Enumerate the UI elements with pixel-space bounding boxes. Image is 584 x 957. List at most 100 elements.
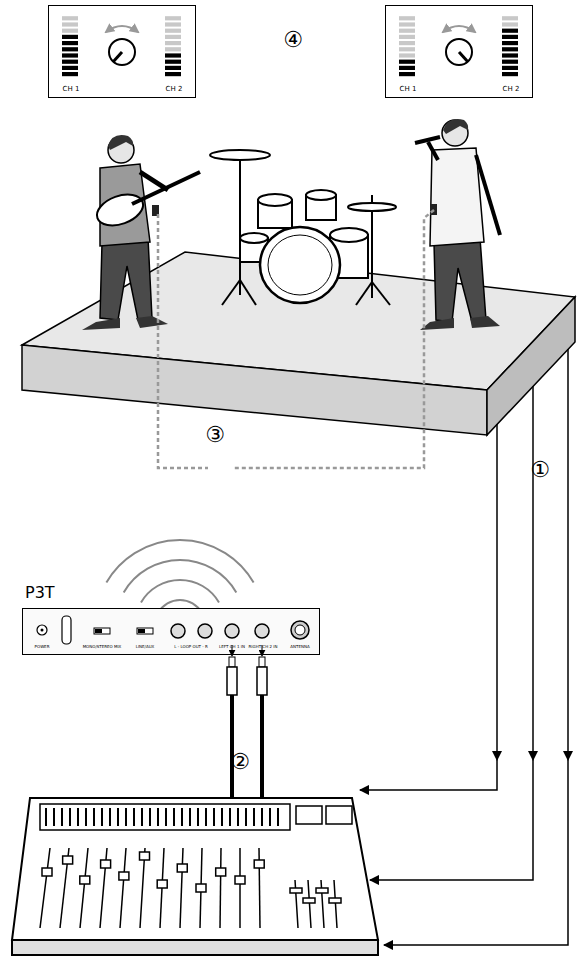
meter-display: CH 1CH 2 xyxy=(385,5,533,98)
jack xyxy=(171,624,185,638)
turn-arrow xyxy=(443,26,475,32)
wireless-path xyxy=(232,210,434,468)
shoe xyxy=(136,316,168,328)
meter-tick xyxy=(189,808,191,826)
meter-segment xyxy=(62,60,78,64)
meter-segment xyxy=(502,60,518,64)
meter-tick xyxy=(85,808,87,826)
meter-tick xyxy=(69,808,71,826)
fader-cap xyxy=(290,888,302,893)
fader-track xyxy=(334,880,337,928)
bass-drum xyxy=(260,227,340,303)
knob-pointer xyxy=(459,52,468,62)
fader-track xyxy=(239,848,241,928)
cymbal-stand xyxy=(239,158,241,295)
switch-knob xyxy=(138,629,145,633)
fader-track xyxy=(80,848,88,928)
radio-wave xyxy=(141,580,219,603)
panel-label: LINE/AUX xyxy=(136,645,155,649)
meter-tick xyxy=(277,808,279,826)
meter-segment xyxy=(62,35,78,39)
plug-tip xyxy=(229,657,235,667)
meter-segment xyxy=(62,53,78,57)
meter-segment xyxy=(62,47,78,51)
channel-label: CH 2 xyxy=(166,86,183,93)
meter-segment xyxy=(502,66,518,70)
panel-label: MONO/STEREO MIX xyxy=(83,645,122,649)
shoe xyxy=(82,318,120,330)
meter-tick xyxy=(245,808,247,826)
meter-segment xyxy=(399,66,415,70)
guitarist-legs xyxy=(100,238,152,320)
fader-track xyxy=(120,848,126,928)
callout-number: ② xyxy=(230,751,250,773)
signal-arrow xyxy=(370,760,533,880)
pan-knob xyxy=(109,39,135,65)
fader-track xyxy=(40,848,50,928)
meter-segment xyxy=(399,41,415,45)
display xyxy=(326,806,352,824)
meter-segment xyxy=(165,29,181,33)
turn-arrow xyxy=(106,26,138,32)
meter-segment xyxy=(399,47,415,51)
shoe xyxy=(470,316,500,328)
callout-number: ① xyxy=(530,459,550,481)
meter-segment xyxy=(62,29,78,33)
meter-tick xyxy=(261,808,263,826)
knob-pointer xyxy=(113,52,122,62)
singer-arm xyxy=(476,155,500,235)
meter-segment xyxy=(62,72,78,76)
fader-track xyxy=(180,848,183,928)
meter-tick xyxy=(117,808,119,826)
cymbal-stand xyxy=(372,282,390,305)
plug xyxy=(257,667,267,695)
singer-shirt xyxy=(430,148,484,246)
meter-segment xyxy=(399,53,415,57)
channel-label: CH 2 xyxy=(503,86,520,93)
fader-cap xyxy=(316,888,328,893)
slide-switch xyxy=(137,628,153,634)
level-meters xyxy=(62,16,518,76)
fader-cap xyxy=(177,864,187,872)
meter-segment xyxy=(502,35,518,39)
jack xyxy=(255,624,269,638)
jack xyxy=(225,624,239,638)
antenna-connector xyxy=(295,625,305,635)
singer-arm xyxy=(428,142,438,160)
fader-cap xyxy=(63,856,73,864)
singer-legs xyxy=(434,238,486,322)
meter-tick xyxy=(205,808,207,826)
guitarist-arm xyxy=(140,172,168,190)
signal-arrow xyxy=(496,424,498,760)
meter-tick xyxy=(269,808,271,826)
meter-tick xyxy=(221,808,223,826)
meter-tick xyxy=(237,808,239,826)
meter-tick xyxy=(213,808,215,826)
meter-segment xyxy=(399,60,415,64)
radio-wave xyxy=(124,560,237,593)
fader-cap xyxy=(119,872,129,880)
faders xyxy=(40,848,341,928)
slide-switch xyxy=(94,628,110,634)
plug xyxy=(227,667,237,695)
cymbal-stand xyxy=(240,280,256,305)
meter-tick xyxy=(77,808,79,826)
meter-tick xyxy=(53,808,55,826)
meter-tick xyxy=(165,808,167,826)
cymbal xyxy=(348,203,396,211)
cymbal-stand xyxy=(222,280,240,305)
fader-cap xyxy=(101,860,111,868)
meter-tick xyxy=(149,808,151,826)
guitar-neck xyxy=(132,172,200,204)
power-jack xyxy=(37,625,47,635)
antenna-connector xyxy=(291,621,309,639)
meter-segment xyxy=(62,22,78,26)
cymbal-stand xyxy=(356,282,372,305)
panel-label: RIGHT CH 2 IN xyxy=(249,645,278,649)
fader-cap xyxy=(254,860,264,868)
channel-label: CH 1 xyxy=(63,86,80,93)
meter-segment xyxy=(502,72,518,76)
cymbal xyxy=(210,150,270,160)
cable xyxy=(260,695,264,798)
